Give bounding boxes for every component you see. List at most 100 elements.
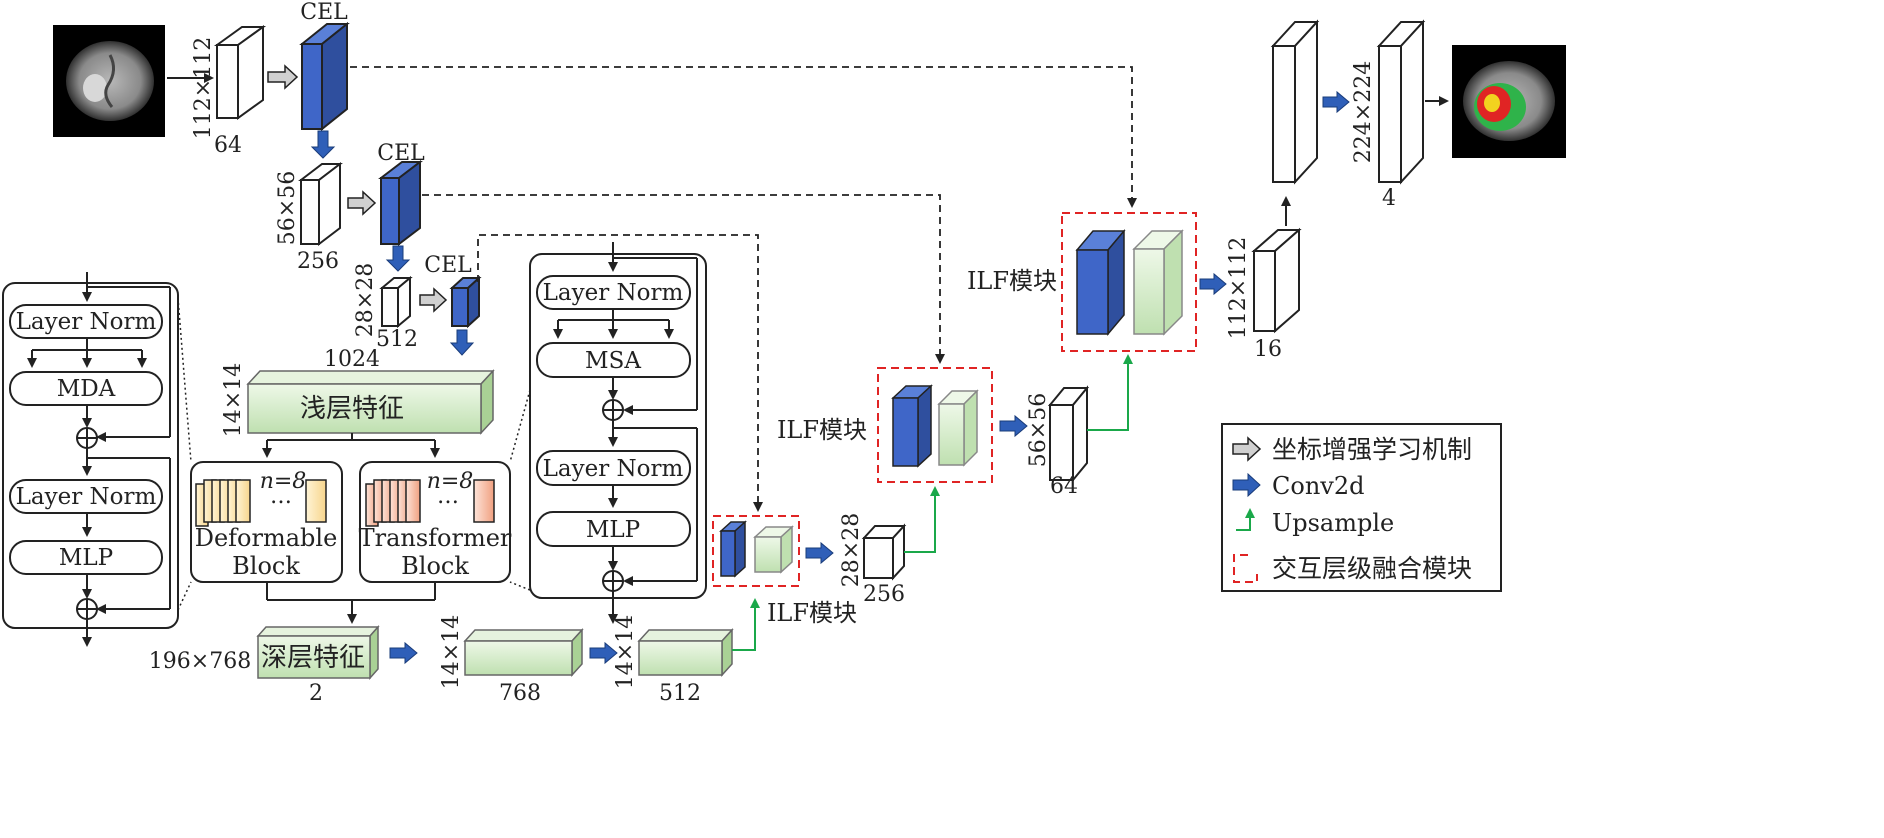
conv-arrow-down-1	[310, 130, 336, 159]
upsample-line-1	[732, 598, 760, 651]
deep-channel-768: 768	[499, 681, 541, 706]
cel-cube-2	[378, 159, 423, 247]
legend-upsample-icon	[1236, 508, 1255, 531]
dim-label-56: 56×56	[275, 171, 300, 245]
feature-cube-112	[213, 25, 267, 120]
decoder-dim-56: 56×56	[1026, 393, 1051, 467]
conv-arrow-dec-3	[1199, 272, 1227, 296]
decoder-dim-224: 224×224	[1351, 61, 1376, 163]
transformer-block	[359, 461, 511, 583]
cel-label-3: CEL	[424, 253, 472, 278]
transformer-label-1: Transformer	[359, 524, 512, 552]
channel-label-1024: 1024	[324, 347, 380, 372]
conv-arrow-dec-2	[999, 414, 1028, 438]
deformable-dots: …	[270, 484, 292, 509]
ilf-3-blue-cube	[1075, 228, 1126, 337]
conv-arrow-deep-2	[589, 641, 618, 665]
deformable-label-1: Deformable	[195, 524, 338, 552]
msa-panel-msa: MSA	[585, 348, 641, 374]
legend-coord-icon	[1232, 436, 1262, 462]
cel-label-1: CEL	[300, 0, 348, 25]
decoder-channel-16: 16	[1254, 337, 1282, 362]
output-segmentation-image	[1452, 45, 1566, 158]
decoder-cube-tall	[1270, 19, 1320, 185]
dim-label-28: 28×28	[353, 263, 378, 337]
deep-feature-block	[256, 625, 380, 680]
ilf-1-blue-cube	[719, 520, 747, 578]
legend-conv-icon	[1232, 472, 1261, 498]
deep-feature-label: 深层特征	[261, 643, 365, 673]
deep-channel-512: 512	[659, 681, 701, 706]
mda-panel-mda: MDA	[57, 376, 116, 402]
msa-panel-layernorm-2: Layer Norm	[543, 456, 684, 482]
decoder-cube-56	[1047, 385, 1090, 483]
coord-arrow-3	[419, 287, 448, 313]
feature-block-512	[637, 628, 734, 677]
deep-dim-196: 196×768	[149, 649, 251, 674]
decoder-cube-28	[861, 523, 907, 581]
conv-arrow-down-3	[449, 329, 475, 356]
conv-arrow-dec-1	[805, 541, 834, 565]
mda-panel-layernorm-2: Layer Norm	[16, 484, 157, 510]
feature-cube-56	[298, 161, 343, 247]
mda-panel-layernorm-1: Layer Norm	[16, 309, 157, 335]
conv-arrow-down-2	[385, 245, 411, 272]
transformer-stack-icon	[365, 479, 495, 527]
ilf-module-2	[877, 367, 993, 483]
decoder-channel-64: 64	[1050, 474, 1078, 499]
ilf-label-2: ILF模块	[777, 416, 867, 444]
legend-conv-label: Conv2d	[1272, 472, 1364, 500]
transformer-n-label: n=8	[427, 469, 474, 494]
feature-cube-28	[379, 275, 413, 329]
shallow-feature-block	[246, 369, 495, 435]
dim-label-112: 112×112	[191, 37, 216, 139]
ilf-label-1: ILF模块	[767, 599, 857, 627]
channel-label-64: 64	[214, 133, 242, 158]
feature-block-768	[463, 628, 584, 677]
legend-ilf-icon	[1233, 554, 1258, 583]
coord-arrow	[267, 64, 299, 90]
cel-cube-3	[449, 275, 482, 329]
mda-panel	[2, 272, 179, 647]
legend-ilf-label: 交互层级融合模块	[1272, 554, 1472, 583]
decoder-channel-256: 256	[863, 582, 905, 607]
deep-dim-14b: 14×14	[613, 615, 638, 689]
shallow-dim-label: 14×14	[221, 363, 246, 437]
legend-coord-label: 坐标增强学习机制	[1272, 435, 1472, 464]
ilf-module-1	[712, 515, 800, 587]
decoder-dim-28: 28×28	[839, 513, 864, 587]
deformable-label-2: Block	[232, 552, 300, 580]
deformable-n-label: n=8	[260, 469, 307, 494]
deformable-stack-icon	[195, 479, 327, 527]
channel-label-512: 512	[376, 327, 418, 352]
legend-upsample-label: Upsample	[1272, 509, 1394, 537]
deep-channel-2: 2	[309, 681, 323, 706]
decoder-cube-224	[1376, 19, 1426, 185]
conv-arrow-dec-4	[1322, 90, 1350, 114]
conv-arrow-deep-1	[389, 641, 418, 665]
shallow-feature-label: 浅层特征	[300, 394, 404, 424]
deep-dim-14a: 14×14	[439, 615, 464, 689]
upsample-line-2	[904, 486, 940, 553]
decoder-cube-112	[1251, 227, 1302, 334]
transformer-dots: …	[437, 484, 459, 509]
ilf-3-green-cube	[1132, 229, 1184, 336]
zoom-lines	[177, 297, 531, 611]
merge-connector	[266, 582, 436, 624]
transformer-label-2: Block	[401, 552, 469, 580]
cel-label-2: CEL	[377, 141, 425, 166]
ilf-2-green-cube	[937, 389, 979, 467]
deformable-block	[190, 461, 343, 583]
ilf-module-3	[1061, 212, 1197, 352]
upsample-line-3	[1087, 354, 1133, 431]
split-connector	[262, 433, 440, 458]
msa-panel	[529, 242, 707, 624]
msa-panel-layernorm-1: Layer Norm	[543, 280, 684, 306]
ilf-2-blue-cube	[891, 384, 933, 468]
skip-connections	[350, 66, 1137, 512]
input-mri-image	[53, 25, 165, 137]
legend	[1221, 423, 1502, 592]
decoder-channel-4: 4	[1382, 186, 1396, 211]
ilf-1-green-cube	[753, 525, 794, 574]
